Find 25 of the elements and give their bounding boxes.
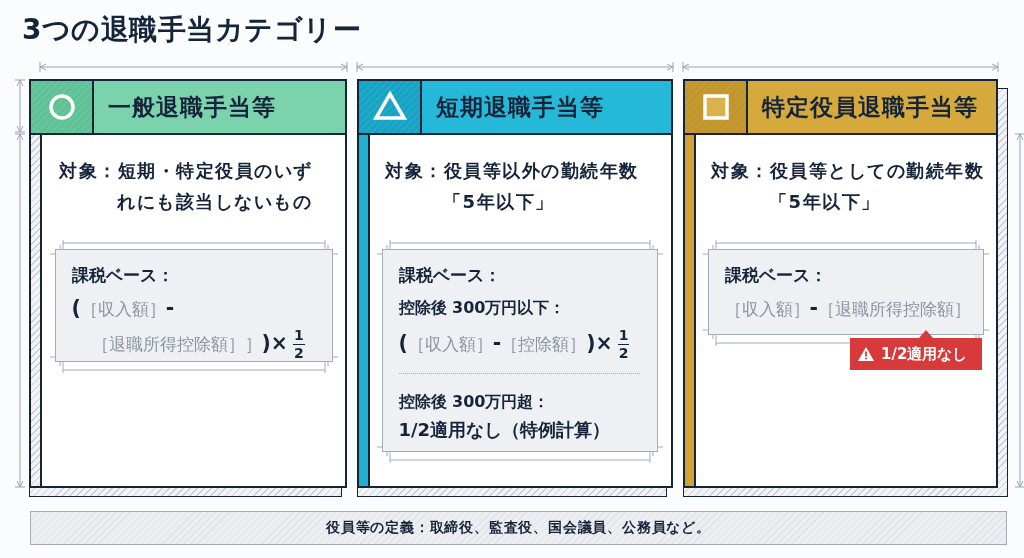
condition-text: 控除後 300万円以下： bbox=[398, 296, 566, 319]
formula: (［収入額］-［退職所得控除額］］)× bbox=[71, 298, 288, 354]
formula-box bbox=[708, 249, 984, 335]
formula-box bbox=[55, 249, 333, 362]
section-label: 課税ベース： bbox=[71, 263, 174, 287]
section-label: 課税ベース： bbox=[724, 263, 827, 287]
category-card bbox=[357, 79, 673, 488]
category-card bbox=[29, 79, 347, 488]
formula: ［収入額］-［退職所得控除額］ bbox=[724, 298, 971, 319]
target-text: 対象：役員等以外の勤続年数「5年以下」 bbox=[385, 159, 640, 214]
card-title: 短期退職手当等 bbox=[436, 93, 604, 122]
section-label: 課税ベース： bbox=[398, 263, 501, 287]
note-banner: 役員等の定義：取締役、監査役、国会議員、公務員など。 bbox=[30, 511, 1007, 545]
condition-text: 控除後 300万円超： bbox=[398, 390, 550, 413]
target-text: 対象：役員等としての勤続年数「5年以下」 bbox=[711, 159, 985, 214]
badge-text: 1/2適用なし bbox=[881, 344, 968, 365]
category-card bbox=[683, 79, 998, 488]
fraction: 1 2 bbox=[292, 328, 305, 361]
fraction: 1 2 bbox=[617, 328, 630, 361]
card-title: 特定役員退職手当等 bbox=[762, 93, 978, 122]
formula: (［収入額］-［控除額］)× bbox=[398, 333, 613, 354]
title: 3つの退職手当カテゴリー bbox=[22, 12, 362, 48]
target-text: 対象：短期・特定役員のいずれにも該当しないもの bbox=[59, 159, 314, 214]
condition-text: 1/2適用なし（特例計算） bbox=[398, 417, 611, 442]
card-title: 一般退職手当等 bbox=[108, 93, 276, 122]
